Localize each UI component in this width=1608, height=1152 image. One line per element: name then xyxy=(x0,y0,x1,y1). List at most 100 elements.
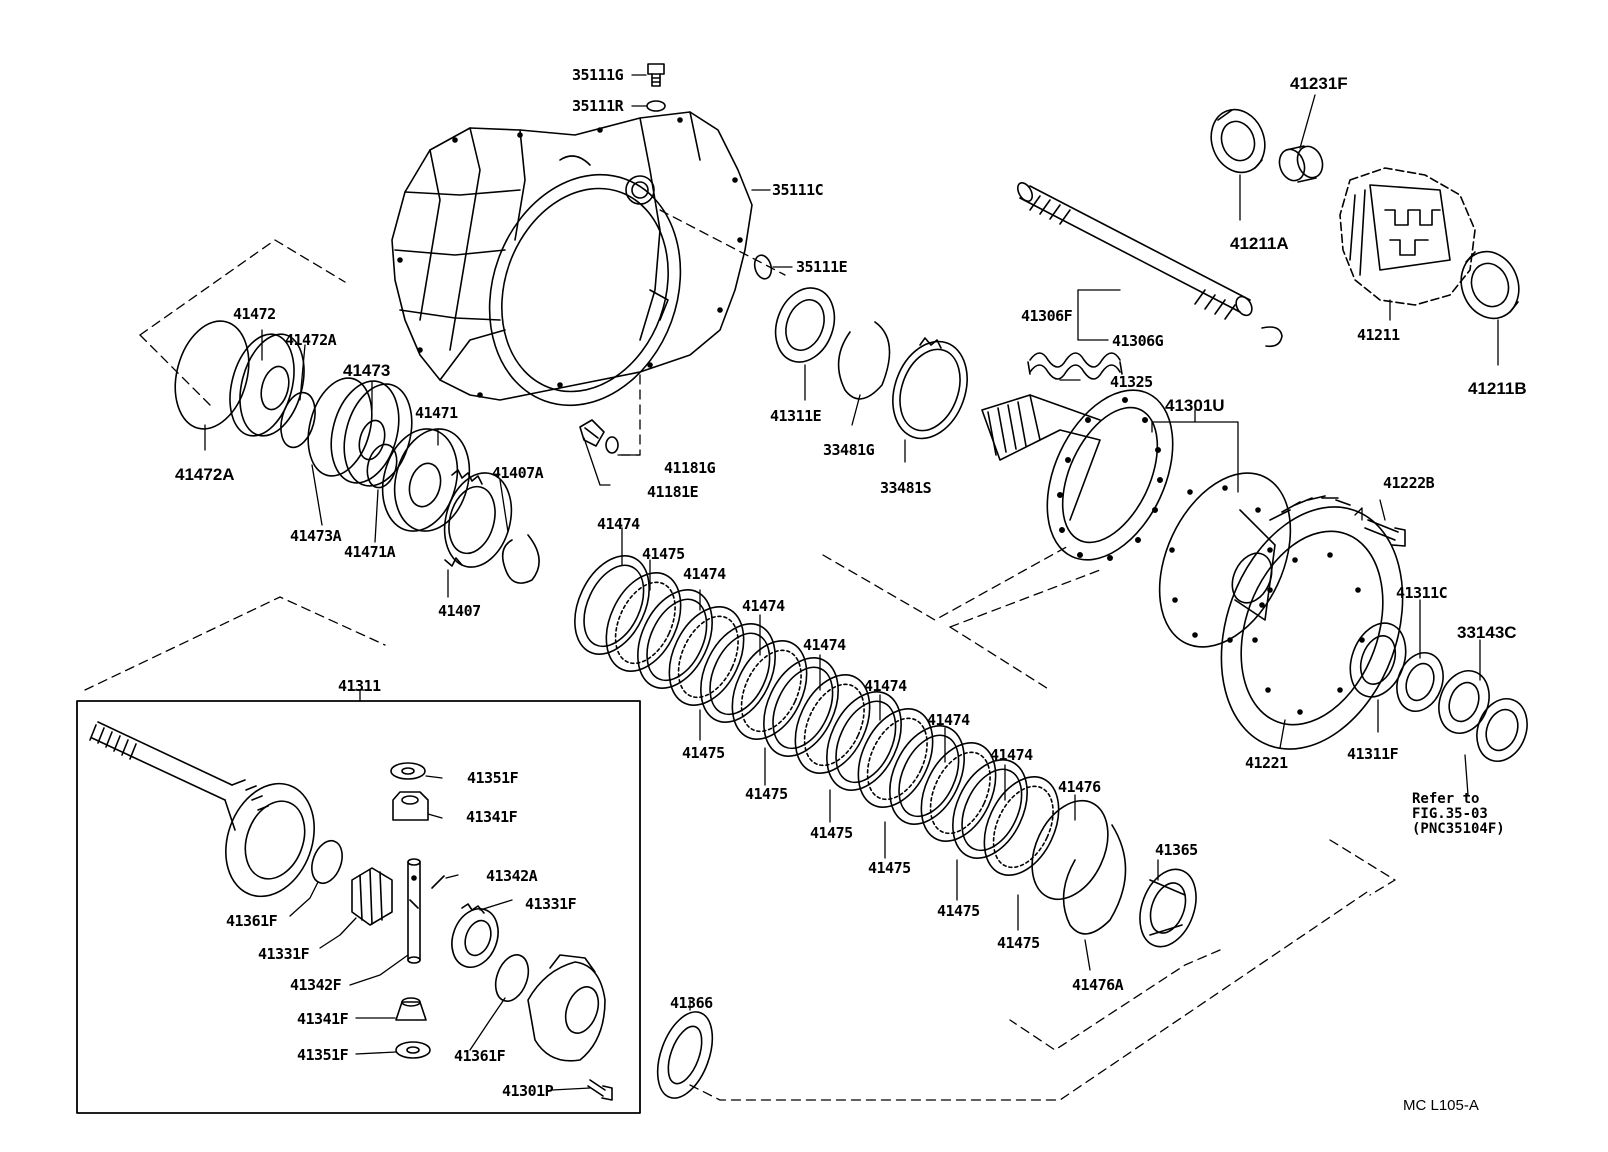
clutch-disc-41475 xyxy=(731,640,808,740)
label-41473a: 41473A xyxy=(290,527,342,545)
case-41301p xyxy=(527,954,606,1062)
label-41475-3: 41475 xyxy=(745,785,788,803)
label-35111c: 35111C xyxy=(772,181,824,199)
drain-plug-35111g xyxy=(647,63,665,87)
oring-41472a-large xyxy=(174,320,250,430)
label-41311c: 41311C xyxy=(1396,584,1448,602)
input-shaft-41311 xyxy=(89,721,315,898)
plug-41181e xyxy=(579,419,605,447)
transaxle-housing xyxy=(391,111,753,407)
label-41341f-bottom: 41341F xyxy=(297,1010,349,1028)
label-35111r: 35111R xyxy=(572,97,624,115)
housing-41301u xyxy=(981,389,1174,561)
washer-41351f-bottom xyxy=(395,1041,431,1059)
label-33481g: 33481G xyxy=(823,441,875,459)
gear-41341f-bottom xyxy=(395,997,427,1021)
snap-ring-33481g xyxy=(837,321,891,400)
plate-inner-edge xyxy=(961,768,1023,852)
bearing-41211a xyxy=(1210,108,1266,174)
clutch-disc-41475 xyxy=(857,708,934,808)
plate-inner-edge xyxy=(740,649,802,733)
snap-ring-41476a xyxy=(1062,824,1127,935)
label-41475-1: 41475 xyxy=(642,545,685,563)
diff-case-41211 xyxy=(1339,167,1476,306)
label-41331f-left: 41331F xyxy=(258,945,310,963)
label-41211b: 41211B xyxy=(1468,379,1527,398)
pin-41342a xyxy=(431,875,445,889)
side-gear-41331f-right xyxy=(451,903,499,968)
label-41474-3: 41474 xyxy=(742,597,785,615)
label-35111g: 35111G xyxy=(572,66,624,84)
label-41474-7: 41474 xyxy=(990,746,1033,764)
ring-gear-41221 xyxy=(1220,495,1404,750)
clutch-disc-41475 xyxy=(668,606,745,706)
label-41181g: 41181G xyxy=(664,459,716,477)
plate-inner-edge xyxy=(835,700,897,784)
label-41361f-left: 41361F xyxy=(226,912,278,930)
inset-box-41311 xyxy=(76,700,641,1114)
piston-41472 xyxy=(229,333,305,437)
label-41341f-top: 41341F xyxy=(466,808,518,826)
hub-41407 xyxy=(443,469,513,568)
snap-ring-41306g xyxy=(1261,326,1283,348)
reference-note: Refer to FIG.35-03 (PNC35104F) xyxy=(1412,791,1505,837)
label-41231f: 41231F xyxy=(1290,74,1348,93)
shim-41311c xyxy=(1396,652,1444,712)
label-41471a: 41471A xyxy=(344,543,396,561)
oring-41472a-small xyxy=(280,391,316,449)
label-41311e: 41311E xyxy=(770,407,822,425)
gear-41341f-top xyxy=(392,791,429,821)
washer-41361f-left xyxy=(311,839,343,885)
bearing-41311e xyxy=(774,287,836,363)
plate-inner-edge xyxy=(677,615,739,699)
label-41475-6: 41475 xyxy=(937,902,980,920)
clutch-plate-41474 xyxy=(763,657,839,757)
clutch-disc-41475 xyxy=(794,674,871,774)
clutch-disc-41475 xyxy=(920,742,997,842)
snap-ring-41407a xyxy=(501,534,540,584)
label-41474-4: 41474 xyxy=(803,636,846,654)
retainer-41471 xyxy=(381,428,471,532)
label-41301u: 41301U xyxy=(1165,396,1225,415)
shaft-41306f xyxy=(1016,182,1253,320)
spring-41325 xyxy=(1027,352,1123,380)
label-41306g: 41306G xyxy=(1112,332,1164,350)
label-41471: 41471 xyxy=(415,404,458,422)
oring-41471a xyxy=(366,443,398,489)
plate-inner-edge xyxy=(898,734,960,818)
label-41475-4: 41475 xyxy=(810,824,853,842)
plate-41366 xyxy=(656,1011,714,1099)
washer-41351f-top xyxy=(390,762,426,780)
bushing-41231f xyxy=(1278,145,1324,183)
clutch-plate-41474 xyxy=(826,691,902,791)
clutch-plate-41474 xyxy=(952,759,1028,859)
washer-41361f-right xyxy=(494,954,530,1002)
gear-33481s xyxy=(892,337,968,440)
label-41475-7: 41475 xyxy=(997,934,1040,952)
clutch-disc-41475 xyxy=(983,776,1060,876)
label-41325: 41325 xyxy=(1110,373,1153,391)
label-41311f: 41311F xyxy=(1347,745,1399,763)
plate-inner-edge xyxy=(709,632,771,716)
label-41407: 41407 xyxy=(438,602,481,620)
label-41476: 41476 xyxy=(1058,778,1101,796)
bolt-41301p xyxy=(587,1079,613,1101)
label-41211a: 41211A xyxy=(1230,234,1289,253)
oring-35111e xyxy=(753,254,773,280)
washer-41181g xyxy=(605,436,619,454)
bolt-41222b xyxy=(1364,519,1406,547)
label-41476a: 41476A xyxy=(1072,976,1124,994)
label-41331f-right: 41331F xyxy=(525,895,577,913)
clutch-plate-41474 xyxy=(637,589,713,689)
pinion-41331f-left xyxy=(351,867,393,926)
seal-41365 xyxy=(1139,868,1197,948)
label-41351f-top: 41351F xyxy=(467,769,519,787)
plate-inner-edge xyxy=(992,785,1054,869)
label-41361f-right: 41361F xyxy=(454,1047,506,1065)
label-41311: 41311 xyxy=(338,677,381,695)
label-35111e: 35111E xyxy=(796,258,848,276)
label-41475-5: 41475 xyxy=(868,859,911,877)
label-41222b: 41222B xyxy=(1383,474,1435,492)
plate-inner-edge xyxy=(803,683,865,767)
